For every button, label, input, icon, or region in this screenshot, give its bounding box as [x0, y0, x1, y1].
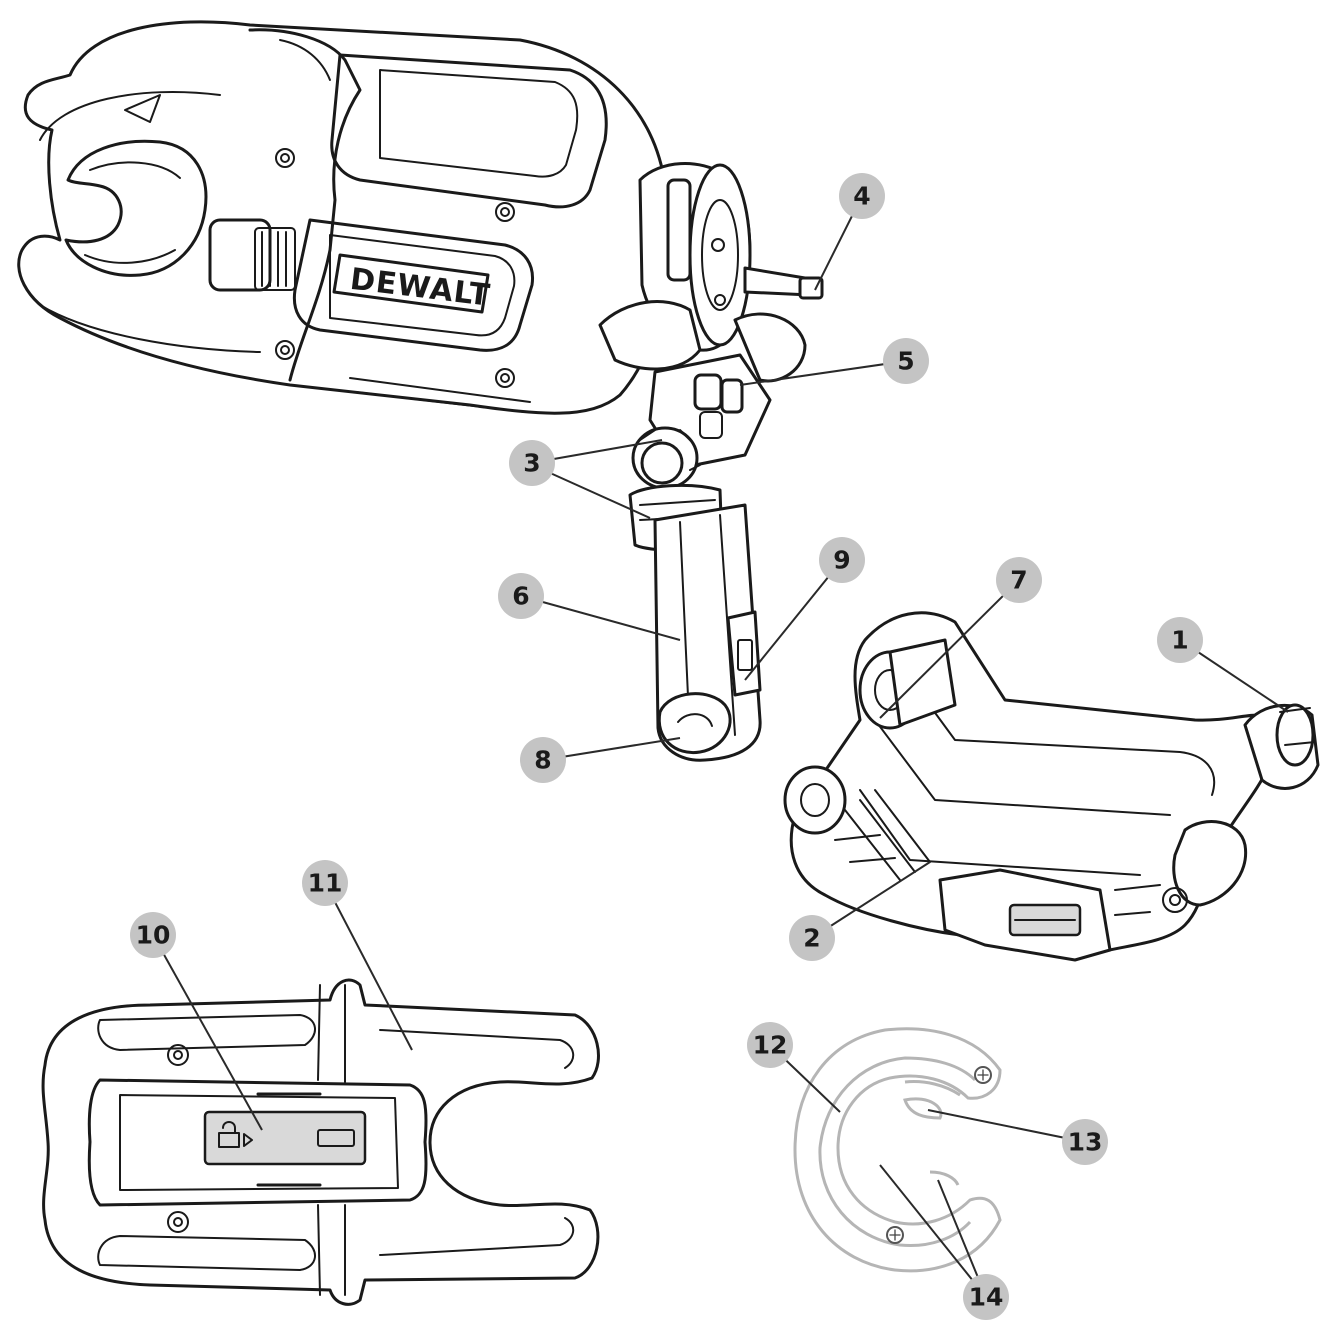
callout-label: 12: [753, 1031, 788, 1060]
callout-6: 6: [498, 573, 544, 619]
support-frame-drawing: [783, 611, 1320, 962]
callout-1: 1: [1157, 617, 1203, 663]
callout-label: 2: [803, 924, 820, 953]
callout-label: 11: [308, 869, 343, 898]
callout-label: 7: [1010, 566, 1027, 595]
callout-label: 13: [1068, 1128, 1103, 1157]
callout-4: 4: [839, 173, 885, 219]
callout-label: 14: [969, 1283, 1004, 1312]
callout-10: 10: [130, 912, 176, 958]
callout-label: 4: [853, 182, 870, 211]
callout-8: 8: [520, 737, 566, 783]
callout-label: 1: [1171, 626, 1188, 655]
callout-7: 7: [996, 557, 1042, 603]
bottom-view-drawing: [41, 978, 600, 1306]
callout-13: 13: [1062, 1119, 1108, 1165]
callout-12: 12: [747, 1022, 793, 1068]
gear-head-drawing: [598, 162, 824, 383]
callout-label: 3: [523, 449, 540, 478]
callout-11: 11: [302, 860, 348, 906]
callout-label: 10: [136, 921, 171, 950]
callout-label: 8: [534, 746, 551, 775]
callout-2: 2: [789, 915, 835, 961]
callout-label: 5: [897, 347, 914, 376]
callout-9: 9: [819, 537, 865, 583]
tool-body-drawing: DEWALT: [17, 20, 672, 415]
jaw-insert-drawing: [793, 1027, 1002, 1273]
callout-3: 3: [509, 440, 555, 486]
callout-14: 14: [963, 1274, 1009, 1320]
handle-assembly-drawing: [628, 353, 772, 762]
callout-label: 9: [833, 546, 850, 575]
callout-label: 6: [512, 582, 529, 611]
callout-5: 5: [883, 338, 929, 384]
